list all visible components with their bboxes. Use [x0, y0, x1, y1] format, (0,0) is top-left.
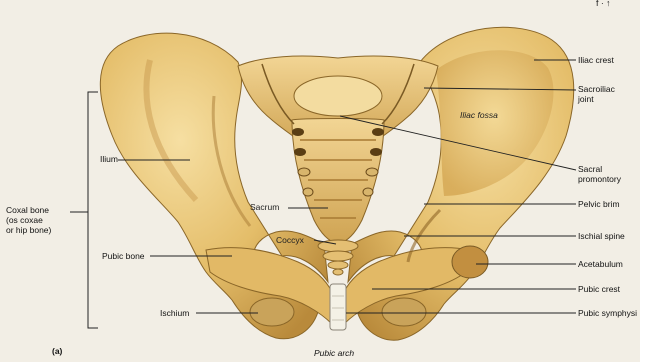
right-edge-strip — [640, 0, 648, 362]
panel-letter: (a) — [52, 346, 62, 356]
sacral-promontory-line1: Sacral — [578, 164, 621, 174]
acetabulum-label: Acetabulum — [578, 259, 623, 269]
coccyx-label: Coccyx — [276, 235, 304, 245]
coxal-bone-line2: (os coxae — [6, 215, 51, 225]
coxal-bone-label: Coxal bone (os coxae or hip bone) — [6, 205, 51, 235]
corner-mark: ḟ ∙ ↑ — [596, 0, 611, 8]
pubic-crest-label: Pubic crest — [578, 284, 620, 294]
pubic-bone-label: Pubic bone — [102, 251, 145, 261]
pubic-symphysis-label: Pubic symphysi — [578, 308, 637, 318]
acetabulum-cup — [452, 246, 488, 278]
coxal-bone-line1: Coxal bone — [6, 205, 51, 215]
sacroiliac-joint-label: Sacroiliac joint — [578, 84, 615, 104]
left-obturator-foramen — [250, 298, 294, 326]
iliac-fossa-label: Iliac fossa — [460, 110, 498, 120]
sacral-promontory-label: Sacral promontory — [578, 164, 621, 184]
ischium-label: Ischium — [160, 308, 189, 318]
iliac-crest-label: Iliac crest — [578, 55, 614, 65]
pubic-symphysis-cartilage — [330, 284, 346, 330]
sacrum-label: Sacrum — [250, 202, 279, 212]
sacroiliac-joint-line2: joint — [578, 94, 615, 104]
sacral-promontory-body — [294, 76, 382, 116]
sacral-promontory-line2: promontory — [578, 174, 621, 184]
right-obturator-foramen — [382, 298, 426, 326]
sacroiliac-joint-line1: Sacroiliac — [578, 84, 615, 94]
ilium-label: Ilium — [100, 154, 118, 164]
coxal-bone-line3: or hip bone) — [6, 225, 51, 235]
pelvic-brim-label: Pelvic brim — [578, 199, 620, 209]
pubic-arch-label: Pubic arch — [314, 348, 354, 358]
ischial-spine-label: Ischial spine — [578, 231, 625, 241]
